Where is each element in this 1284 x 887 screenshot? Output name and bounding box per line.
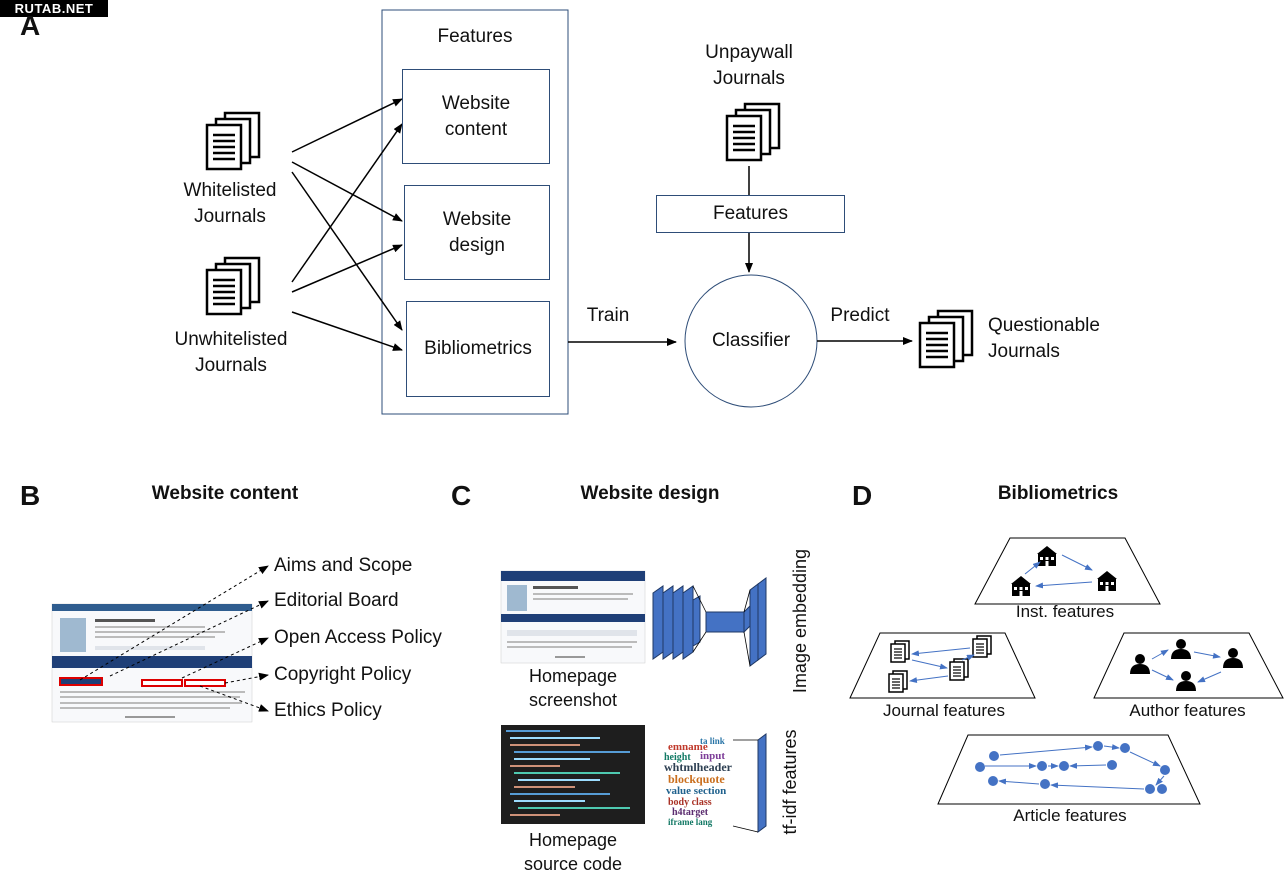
- tfidf-vector: [757, 733, 767, 833]
- journal-doc-icon: [949, 658, 969, 681]
- website-screenshot-b: [51, 603, 253, 723]
- train-label: Train: [586, 305, 630, 326]
- whitelisted-journals-icon: [205, 111, 261, 171]
- svg-text:emname: emname: [668, 741, 708, 753]
- unpaywall-line1: Unpaywall: [705, 42, 793, 63]
- unpaywall-line2: Journals: [713, 68, 785, 89]
- website-design-line2: design: [448, 234, 505, 256]
- content-item: Open Access Policy: [274, 627, 442, 648]
- author-features-label: Author features: [1129, 701, 1246, 720]
- person-icon: [1176, 671, 1196, 691]
- article-features-label: Article features: [1013, 806, 1127, 825]
- svg-text:whtmlheader: whtmlheader: [664, 760, 733, 774]
- unwhitelisted-line1: Unwhitelisted: [174, 329, 288, 350]
- person-icon: [1223, 648, 1243, 668]
- unpaywall-journals-icon: [725, 102, 781, 162]
- bibliometrics-label: Bibliometrics: [424, 338, 532, 359]
- features-box-label: Features: [713, 203, 788, 224]
- screenshot-line2: screenshot: [528, 690, 618, 710]
- panel-c-letter: C: [451, 480, 472, 511]
- content-item-arrows: [79, 565, 269, 712]
- screenshot-line1: Homepage: [528, 666, 618, 686]
- bibliometric-planes: [849, 537, 1284, 805]
- svg-text:h4target: h4target: [672, 807, 709, 818]
- article-nodes: [975, 741, 1170, 794]
- journal-doc-icon: [890, 640, 910, 663]
- features-box: Features: [656, 195, 845, 233]
- building-icon: [1037, 546, 1057, 566]
- unwhitelisted-journals-icon: [205, 256, 261, 316]
- building-icon: [1011, 576, 1031, 596]
- questionable-line1: Questionable: [988, 315, 1100, 336]
- website-content-line1: Website: [441, 92, 511, 114]
- bibliometrics-box: Bibliometrics: [406, 301, 550, 397]
- classifier-label: Classifier: [711, 330, 791, 351]
- questionable-journals-icon: [918, 309, 974, 369]
- journal-features-label: Journal features: [883, 701, 1005, 720]
- svg-text:value section: value section: [666, 785, 726, 797]
- tfidf-label: tf-idf features: [780, 729, 800, 835]
- svg-text:iframe lang: iframe lang: [668, 817, 713, 827]
- homepage-screenshot-c: [500, 570, 646, 664]
- source-code-image: [501, 725, 645, 824]
- svg-text:input: input: [700, 750, 725, 762]
- panel-c-title: Website design: [580, 483, 720, 504]
- watermark: RUTAB.NET: [0, 0, 108, 17]
- content-item: Copyright Policy: [274, 664, 412, 685]
- panel-a-letter: A: [20, 10, 41, 41]
- source-code-label: Homepage source code: [500, 828, 646, 876]
- building-icon: [1097, 571, 1117, 591]
- screenshot-label: Homepage screenshot: [500, 664, 646, 712]
- svg-text:height: height: [664, 752, 691, 763]
- input-arrows: [291, 98, 403, 351]
- person-icon: [1171, 639, 1191, 659]
- content-item: Aims and Scope: [274, 555, 413, 576]
- image-embedding-network: [652, 577, 767, 667]
- svg-text:ta link: ta link: [700, 736, 725, 746]
- questionable-line2: Journals: [988, 341, 1060, 362]
- journal-doc-icon: [972, 635, 992, 658]
- person-icon: [1130, 654, 1150, 674]
- unwhitelisted-line2: Journals: [195, 355, 267, 376]
- whitelisted-line1: Whitelisted: [183, 180, 277, 201]
- journal-doc-icon: [888, 670, 908, 693]
- content-item: Ethics Policy: [274, 700, 382, 721]
- source-line1: Homepage: [528, 830, 618, 850]
- website-design-box: Website design: [404, 185, 550, 280]
- panel-b-letter: B: [20, 480, 41, 511]
- inst-features-label: Inst. features: [1015, 602, 1115, 621]
- website-content-box: Website content: [402, 69, 550, 164]
- predict-label: Predict: [830, 305, 890, 326]
- source-line2: source code: [523, 854, 623, 874]
- content-item: Editorial Board: [274, 590, 399, 611]
- svg-text:body class: body class: [668, 797, 712, 808]
- website-content-line2: content: [444, 118, 508, 140]
- image-embedding-label: Image embedding: [790, 548, 810, 694]
- website-design-line1: Website: [442, 208, 512, 230]
- panel-b-title: Website content: [151, 483, 299, 504]
- word-cloud: emname ta link height input whtmlheader …: [664, 736, 733, 827]
- svg-text:blockquote: blockquote: [668, 772, 725, 786]
- features-container: [381, 9, 569, 415]
- panel-d-title: Bibliometrics: [997, 483, 1119, 504]
- panel-d-letter: D: [852, 480, 873, 511]
- whitelisted-line2: Journals: [194, 206, 266, 227]
- features-title: Features: [437, 26, 513, 47]
